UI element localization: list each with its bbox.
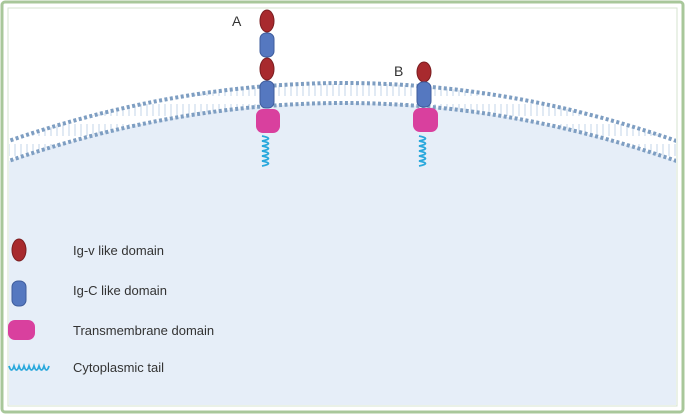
legend: Ig-v like domain Ig-C like domain Transm… <box>8 238 214 375</box>
protein-a-igv-domain-2 <box>259 57 275 81</box>
protein-a: A <box>232 9 280 167</box>
protein-a-label: A <box>232 13 242 29</box>
protein-a-igc-domain-1 <box>259 32 275 58</box>
cytoplasmic-tail-icon <box>8 362 50 371</box>
inner-frame <box>7 7 678 407</box>
protein-a-transmembrane-domain <box>256 109 280 133</box>
legend-item-tail: Cytoplasmic tail <box>8 360 164 375</box>
legend-label-transmembrane: Transmembrane domain <box>73 323 214 338</box>
protein-b-igc-domain <box>416 81 432 108</box>
protein-a-igv-domain-1 <box>259 9 275 33</box>
legend-label-igc: Ig-C like domain <box>73 283 167 298</box>
protein-a-igc-domain-2 <box>259 80 275 109</box>
igv-domain-icon <box>11 238 27 262</box>
igc-domain-icon <box>11 280 27 307</box>
legend-item-igv: Ig-v like domain <box>11 238 164 262</box>
legend-label-igv: Ig-v like domain <box>73 243 164 258</box>
protein-b-cytoplasmic-tail <box>418 135 427 167</box>
protein-b-igv-domain <box>416 61 432 83</box>
legend-label-tail: Cytoplasmic tail <box>73 360 164 375</box>
protein-b: B <box>394 61 438 167</box>
protein-b-transmembrane-domain <box>413 108 438 132</box>
transmembrane-domain-icon <box>8 320 35 340</box>
membrane-lipid-tails <box>9 83 676 162</box>
legend-item-transmembrane: Transmembrane domain <box>8 320 214 340</box>
legend-item-igc: Ig-C like domain <box>11 280 167 307</box>
protein-a-cytoplasmic-tail <box>261 135 270 167</box>
cytoplasm-region <box>9 103 676 405</box>
protein-b-label: B <box>394 63 403 79</box>
